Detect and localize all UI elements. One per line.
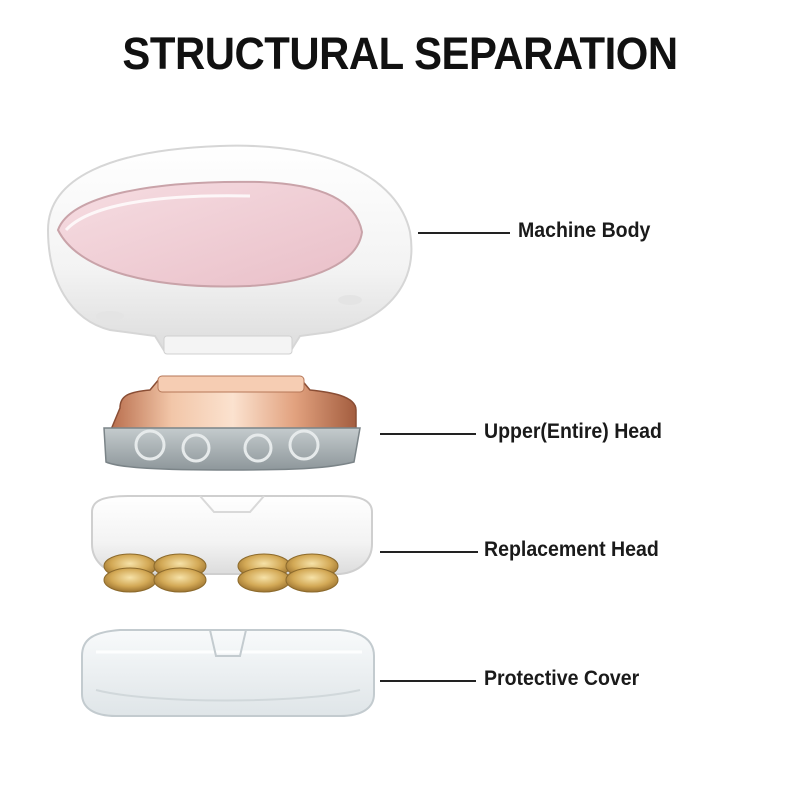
blade-right bbox=[237, 553, 339, 593]
upper-head-label: Upper(Entire) Head bbox=[484, 420, 662, 443]
replacement-head-leader bbox=[380, 551, 478, 553]
upper-head bbox=[103, 375, 361, 471]
replacement-head bbox=[91, 495, 373, 593]
blade-left bbox=[103, 553, 207, 593]
protective-cover bbox=[81, 629, 375, 717]
upper-head-leader bbox=[380, 433, 476, 435]
machine-body-leader bbox=[418, 232, 510, 234]
machine-body-label: Machine Body bbox=[518, 219, 651, 242]
protective-cover-label: Protective Cover bbox=[484, 667, 640, 690]
machine-body bbox=[46, 144, 413, 355]
protective-cover-leader bbox=[380, 680, 476, 682]
page-title: STRUCTURAL SEPARATION bbox=[122, 28, 678, 79]
replacement-head-label: Replacement Head bbox=[484, 538, 659, 561]
